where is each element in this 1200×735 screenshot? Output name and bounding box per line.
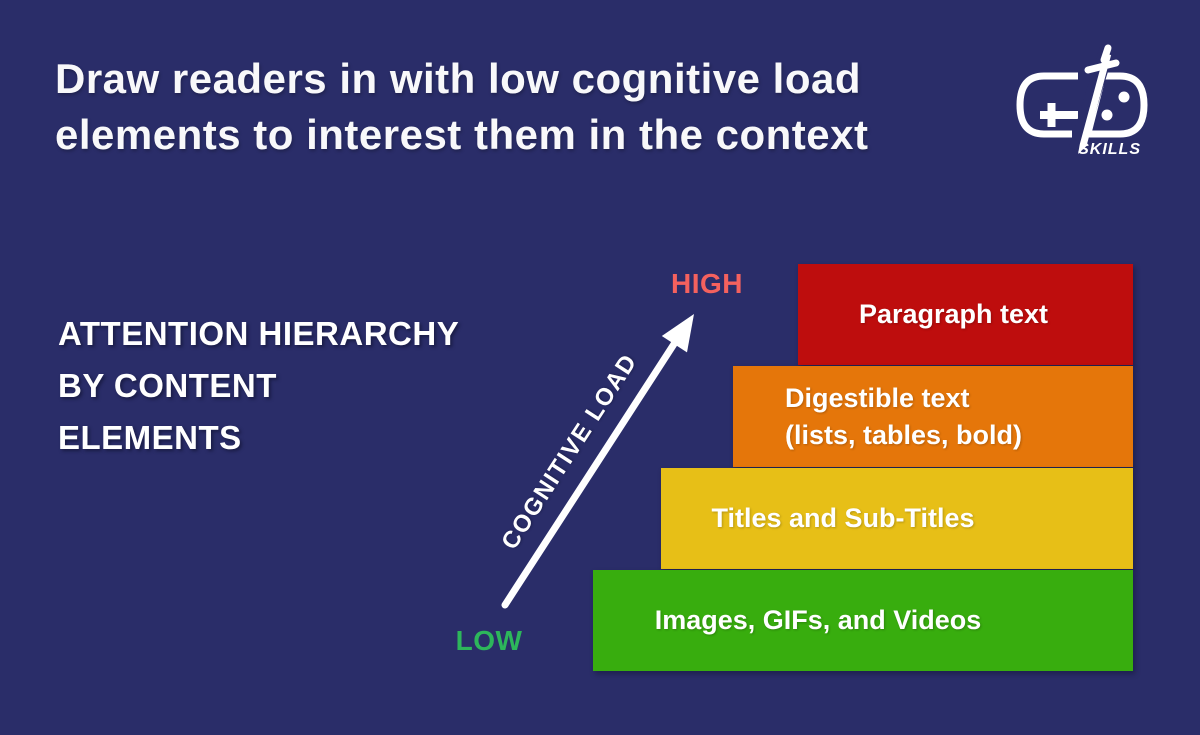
- bar-label-images-gifs-videos: Images, GIFs, and Videos: [654, 605, 982, 635]
- cognitive-load-axis-label: COGNITIVE LOAD: [496, 348, 643, 555]
- logo-button-dot-bottom: [1101, 109, 1113, 121]
- page-title-line2: elements to interest them in the context: [55, 111, 869, 158]
- section-heading-line1: ATTENTION HIERARCHY: [58, 315, 460, 352]
- arrow-head: [661, 314, 694, 353]
- section-heading: ATTENTION HIERARCHY BY CONTENT ELEMENTS: [58, 308, 459, 464]
- bar-label-digestible-text: Digestible text (lists, tables, bold): [785, 380, 1022, 454]
- gd-skills-logo: SKILLS: [1016, 43, 1148, 158]
- bar-label-paragraph-text: Paragraph text: [858, 299, 1049, 329]
- low-label: LOW: [455, 625, 523, 656]
- logo-brand-text: SKILLS: [1078, 141, 1141, 158]
- logo-dpad-icon: [1040, 103, 1078, 127]
- arrow-shaft: [501, 340, 678, 609]
- page-title: Draw readers in with low cognitive load …: [55, 51, 869, 163]
- sword-icon: [1078, 44, 1120, 154]
- section-heading-line2: BY CONTENT: [58, 367, 277, 404]
- bar-paragraph-text: Paragraph text: [798, 264, 1133, 365]
- bar-images-gifs-videos: Images, GIFs, and Videos: [593, 570, 1133, 671]
- page-title-line1: Draw readers in with low cognitive load: [55, 55, 861, 102]
- bar-label-digestible-line2: (lists, tables, bold): [785, 419, 1023, 450]
- bar-label-digestible-line1: Digestible text: [785, 382, 970, 413]
- bar-digestible-text: Digestible text (lists, tables, bold): [733, 366, 1133, 467]
- logo-g-shape: [1016, 72, 1078, 138]
- logo-button-dot-top: [1118, 91, 1130, 103]
- section-heading-line3: ELEMENTS: [58, 419, 242, 456]
- bar-label-titles-subtitles: Titles and Sub-Titles: [711, 503, 975, 533]
- high-label: HIGH: [671, 268, 743, 299]
- logo-d-shape: [1088, 72, 1148, 138]
- bar-titles-subtitles: Titles and Sub-Titles: [661, 468, 1133, 569]
